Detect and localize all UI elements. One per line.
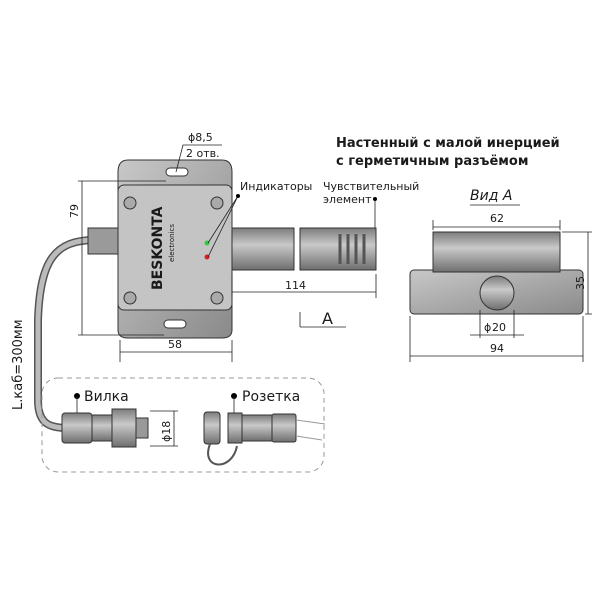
screw-icon (210, 291, 224, 305)
screw-icon (123, 196, 137, 210)
view-title: Вид А (470, 188, 512, 204)
brand-logo: BESKONTA (150, 206, 166, 290)
dim-height: 79 (68, 204, 81, 218)
screw-icon (210, 196, 224, 210)
sensor-label-2: элемент (323, 193, 372, 206)
sensor-housing: BESKONTA electronics (117, 159, 233, 339)
dim-view-height: 35 (574, 276, 587, 290)
dim-probe-length: 114 (285, 279, 306, 292)
dim-connector-sym: ϕ (484, 321, 491, 334)
plug-label: Вилка (84, 389, 129, 405)
brand-sub: electronics (168, 224, 176, 262)
view-a (409, 231, 584, 315)
dim-view-base: 94 (490, 342, 504, 355)
dim-connector: 20 (492, 321, 506, 334)
sensor-label-1: Чувствительный (323, 180, 419, 193)
dim-view-width: 62 (490, 212, 504, 225)
hole-count-label: 2 отв. (186, 147, 220, 160)
mount-hole-bottom (163, 319, 187, 329)
indicators-label: Индикаторы (240, 180, 312, 193)
connector-detail-frame (41, 377, 325, 473)
view-arrow-label: A (322, 309, 333, 328)
connector-port (479, 275, 515, 311)
socket-connector (203, 411, 326, 466)
title-line2: с герметичным разъёмом (336, 154, 528, 169)
cable-gland (87, 227, 119, 255)
hole-dia-label: ϕ8,5 (188, 131, 213, 144)
plug-connector (61, 408, 149, 448)
cable-length-label: L.каб=300мм (11, 319, 26, 410)
title-line1: Настенный с малой инерцией (336, 136, 560, 151)
socket-label: Розетка (242, 389, 300, 405)
plug-dia-label: ϕ18 (160, 421, 173, 442)
led-green (204, 240, 210, 246)
dim-width: 58 (168, 338, 182, 351)
probe-tube (231, 227, 295, 271)
screw-icon (123, 291, 137, 305)
